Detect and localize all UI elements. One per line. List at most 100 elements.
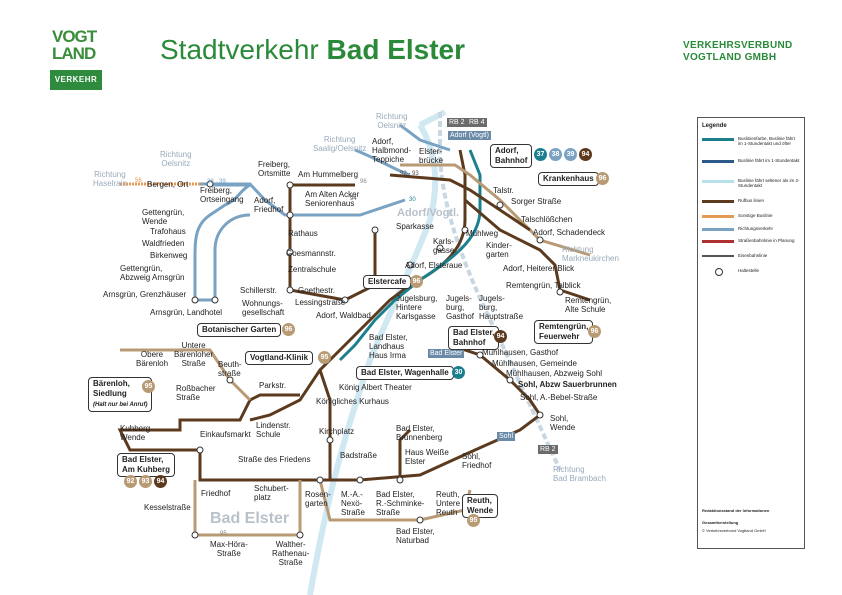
stop-elsterbruecke: Elster- brücke bbox=[419, 147, 444, 165]
legend-footer1: Redaktionsstand der Informationen bbox=[702, 508, 770, 513]
stop-sparkasse: Sparkasse bbox=[396, 222, 434, 231]
stop-adorf-halbmond: Adorf, Halbmond- Teppiche bbox=[372, 137, 412, 164]
stop-haus-weisse-elster: Haus Weiße Elster bbox=[405, 448, 449, 466]
box-reuth-wende: Reuth, Wende bbox=[462, 494, 499, 518]
stop-gettengruen-wende: Gettengrün, Wende bbox=[142, 208, 185, 226]
stop-dot bbox=[191, 296, 199, 304]
badge-kuhberg-93: 93 bbox=[139, 475, 152, 488]
stop-muehlhausen-abzweig: Mühlhausen, Abzweig Sohl bbox=[506, 369, 603, 378]
page-title: Stadtverkehr Bad Elster bbox=[160, 34, 465, 66]
stop-dot bbox=[406, 261, 414, 269]
box-remtengruen: Remtengrün, Feuerwehr bbox=[534, 320, 594, 344]
stop-muehlweg: Mühlweg bbox=[466, 229, 499, 238]
stop-naturbad: Bad Elster, Naturbad bbox=[396, 527, 435, 545]
route-sohl bbox=[320, 343, 543, 482]
stop-am-hummelberg: Am Hummelberg bbox=[298, 170, 359, 179]
box-adorf-bahnhof: Adorf, Bahnhof bbox=[490, 144, 533, 168]
stop-dot bbox=[341, 296, 349, 304]
legend-label: Buslinienfarbe, Buslinie fährt im 1-Stun… bbox=[738, 136, 796, 146]
stop-dot bbox=[416, 516, 424, 524]
route-saalig bbox=[354, 148, 411, 177]
dir-oelsnitz-left: Richtung Oelsnitz bbox=[160, 150, 192, 168]
stop-dot bbox=[326, 436, 334, 444]
badge-bahnhof: 94 bbox=[494, 330, 507, 343]
badge-remtengruen: 96 bbox=[588, 325, 601, 338]
badge-vogtland-klinik: 95 bbox=[318, 351, 331, 364]
legend-label: Buslinie fährt seltener als im 2-Stunden… bbox=[738, 178, 800, 188]
stop-adorf-friedhof: Adorf, Friedhof bbox=[254, 196, 284, 214]
badge-kuhberg-94: 94 bbox=[154, 475, 167, 488]
stop-talschloesschen: Talschlößchen bbox=[521, 215, 573, 224]
route-bad-elster-loop bbox=[117, 393, 320, 482]
legend-swatch bbox=[702, 160, 734, 163]
stop-sorger-strasse: Sorger Straße bbox=[511, 197, 562, 206]
stop-m-a-nexoe: M.-A.- Nexö- Straße bbox=[341, 490, 366, 517]
stop-freiberg-ortsmitte: Freiberg, Ortsmitte bbox=[258, 160, 291, 178]
logo-text-land: LAND bbox=[52, 44, 96, 63]
stop-max-hoera: Max-Höra- Straße bbox=[210, 540, 248, 558]
badge-krankenhaus: 96 bbox=[596, 172, 609, 185]
route-oelsnitz-top bbox=[399, 123, 451, 152]
box-wagenhalle: Bad Elster, Wagenhalle bbox=[356, 366, 454, 380]
line-56: 56 bbox=[135, 178, 142, 184]
stop-karlsgasse: Karls- gasse bbox=[433, 237, 455, 255]
tag-adorf-vogtl: Adorf (Vogtl) bbox=[448, 131, 491, 140]
stop-schillerstr: Schillerstr. bbox=[240, 286, 277, 295]
line-96: 96 bbox=[360, 179, 367, 185]
stop-friedhof: Friedhof bbox=[201, 489, 231, 498]
stop-dot bbox=[356, 476, 364, 484]
stop-dot bbox=[196, 446, 204, 454]
badge-reuth: 95 bbox=[467, 514, 480, 527]
stop-rosengarten: Rosen- garten bbox=[305, 490, 331, 508]
logo-mark: VOGT LAND bbox=[50, 26, 102, 70]
badge-38: 38 bbox=[549, 148, 562, 161]
tag-bad-elster: Bad Elster bbox=[428, 349, 465, 358]
stop-koenig-albert: König Albert Theater bbox=[339, 383, 412, 392]
route-92-93 bbox=[400, 163, 591, 257]
stop-adorf-elsteraue: Adorf, Elsteraue bbox=[405, 261, 463, 270]
stop-strasse-des-friedens: Straße des Friedens bbox=[238, 455, 311, 464]
stop-remtengruen-talblick: Remtengrün, Talblick bbox=[506, 281, 581, 290]
stop-untere-baerenloher: Untere Bärenloher Straße bbox=[174, 341, 214, 368]
line-30: 30 bbox=[409, 197, 416, 203]
line-38-39: 38 · 39 bbox=[207, 179, 226, 185]
town-bad-elster: Bad Elster bbox=[210, 510, 290, 527]
stop-koenigliches-kurhaus: Königliches Kurhaus bbox=[316, 397, 389, 406]
stop-waldfrieden: Waldfrieden bbox=[142, 239, 185, 248]
legend-title: Legende bbox=[702, 123, 727, 129]
company-name: VERKEHRSVERBUND VOGTLAND GMBH bbox=[683, 40, 793, 64]
stop-goethestr: Goethestr. bbox=[298, 286, 335, 295]
company-line2: VOGTLAND GMBH bbox=[683, 52, 777, 63]
stop-kuhberg-wende: Kuhberg Wende bbox=[120, 424, 151, 442]
stop-muehlhausen-gemeinde: Mühlhausen, Gemeinde bbox=[492, 359, 577, 368]
dir-badbrambach: Richtung Bad Brambach bbox=[553, 465, 606, 483]
stop-r-schminke: Bad Elster, R.-Schminke- Straße bbox=[376, 490, 425, 517]
legend-swatch bbox=[702, 240, 734, 243]
stop-muehlhausen-gasthof: Mühlhausen, Gasthof bbox=[482, 348, 559, 357]
legend-swatch bbox=[702, 200, 734, 203]
line-94: 94 bbox=[350, 196, 357, 202]
dir-markneukirchen: Richtung Markneukirchen bbox=[562, 245, 619, 263]
stop-kirchplatz: Kirchplatz bbox=[319, 427, 355, 436]
stop-remtengruen-alte-schule: Remtengrün, Alte Schule bbox=[565, 296, 612, 314]
stop-am-alten-acker: Am Alten Acker Seniorenhaus bbox=[305, 190, 360, 208]
baerenloh-note: (Halt nur bei Anruf) bbox=[93, 402, 148, 408]
legend-stop-symbol bbox=[715, 268, 723, 276]
stop-sohl-sauerbrunnen: Sohl, Abzw Sauerbrunnen bbox=[518, 380, 617, 389]
baerenloh-label: Bärenloh, Siedlung bbox=[93, 379, 130, 398]
stop-jugelsburg-haupt: Jugels- burg, Hauptstraße bbox=[479, 294, 524, 321]
tag-rb4-top: RB 4 bbox=[467, 118, 487, 127]
box-am-kuhberg: Bad Elster, Am Kuhberg bbox=[117, 453, 175, 477]
stop-dot bbox=[371, 226, 379, 234]
stop-dot bbox=[286, 286, 294, 294]
stop-kesselstrasse: Kesselstraße bbox=[144, 503, 191, 512]
legend-label: Buslinie fährt im 1-Stundentakt bbox=[738, 158, 800, 163]
stop-dot bbox=[211, 296, 219, 304]
stop-walther-rathenau: Walther- Rathenau- Straße bbox=[272, 540, 310, 567]
stop-dot bbox=[556, 288, 564, 296]
route-95-south bbox=[193, 480, 302, 537]
stop-trafohaus: Trafohaus bbox=[150, 227, 186, 236]
stop-adorf-schadendeck: Adorf, Schadendeck bbox=[533, 228, 606, 237]
route-92-93b bbox=[389, 173, 531, 232]
route-gettengruen bbox=[193, 183, 251, 302]
